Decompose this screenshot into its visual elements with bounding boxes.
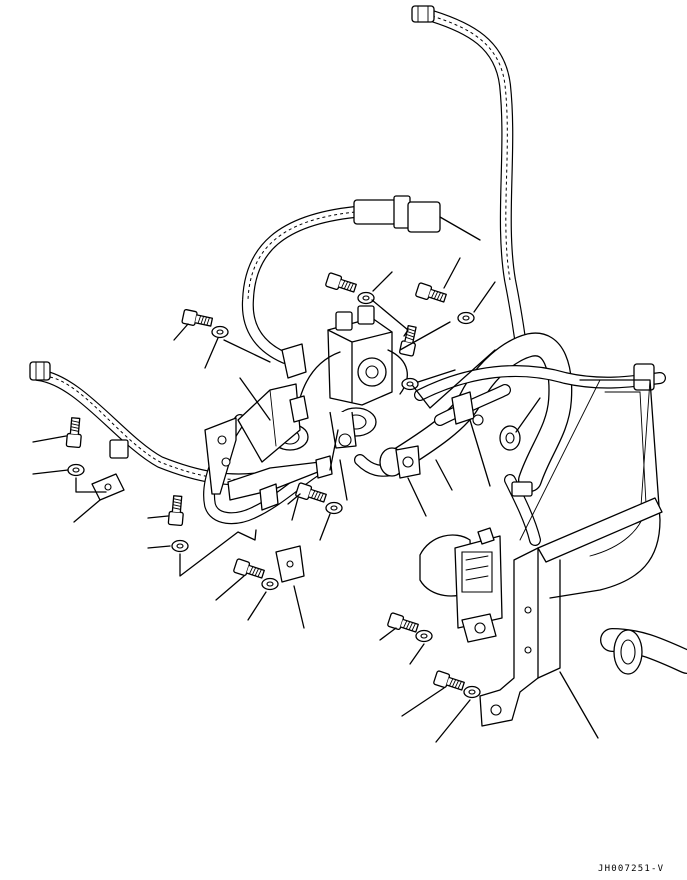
upper-harness-lead (432, 16, 522, 352)
washer (415, 629, 433, 643)
washer (211, 325, 229, 339)
bolt (232, 557, 266, 582)
washer (325, 501, 343, 515)
washer (401, 377, 419, 391)
washer (463, 685, 481, 699)
mounting-bracket (480, 498, 662, 726)
callout-leaders (33, 258, 598, 742)
bolt (414, 281, 448, 306)
left-loop-harness (248, 212, 355, 358)
top-connector (412, 6, 434, 22)
clip-bracket-right (276, 546, 304, 582)
washer (357, 291, 375, 305)
left-bracket (205, 384, 328, 500)
bolt (167, 494, 186, 527)
callout-line (440, 217, 480, 240)
harness-clamps (110, 344, 332, 510)
bolt (65, 416, 84, 449)
bolt (432, 669, 466, 694)
inline-connector (354, 196, 440, 232)
sensor-unit (420, 528, 502, 642)
washer (171, 539, 189, 553)
frame-tube (612, 630, 687, 674)
drawing-code: JH007251-V (598, 864, 665, 874)
washer (261, 577, 279, 591)
left-harness (30, 362, 260, 479)
bolt (324, 271, 358, 296)
right-clamps (380, 364, 654, 496)
washer (67, 463, 85, 477)
frame-member (520, 380, 660, 598)
clip-bracket-left (92, 474, 124, 500)
washer (457, 311, 475, 325)
